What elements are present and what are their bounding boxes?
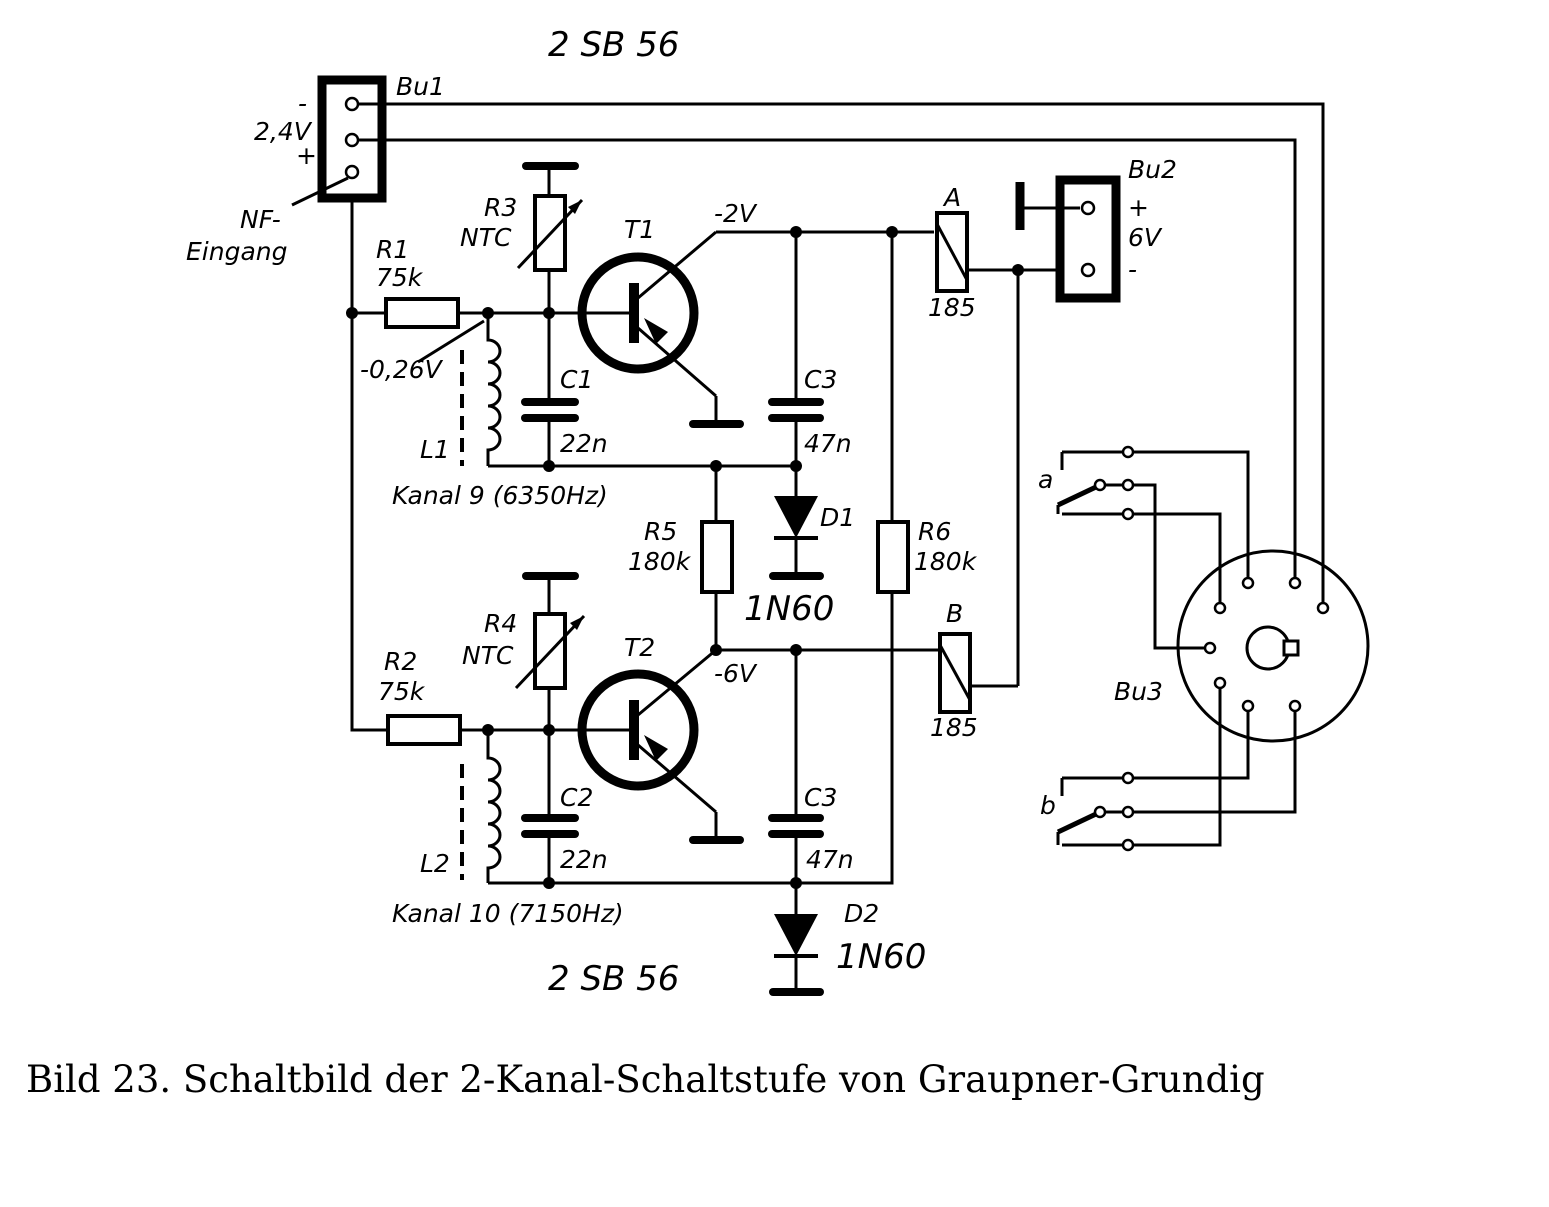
relay-a-label: A [942, 183, 961, 212]
bu3-socket [1176, 549, 1370, 743]
l2-label: L2 [420, 849, 450, 878]
l1-label: L1 [420, 435, 450, 464]
relay-b-label: B [946, 599, 963, 628]
switch-a [1056, 445, 1135, 521]
r3-arrow [516, 198, 584, 270]
bu2-voltage: 6V [1128, 223, 1163, 252]
r2-value: 75k [378, 677, 426, 706]
t1-voltage: -2V [714, 199, 758, 228]
relay-a-value: 185 [928, 293, 976, 322]
t2-transistor [576, 648, 717, 814]
c1-value: 22n [560, 429, 608, 458]
c3b-value: 47n [806, 845, 854, 874]
wire-bu1-plus [358, 138, 1297, 583]
base-voltage-pointer [417, 319, 485, 364]
transistor-type-top: 2 SB 56 [548, 25, 679, 65]
r6-label: R6 [918, 517, 951, 546]
bu3-label: Bu3 [1114, 677, 1163, 706]
nf-label-2: Eingang [186, 237, 288, 266]
r6-resistor [876, 520, 910, 594]
d2-type: 1N60 [836, 937, 926, 977]
kanal-9-label: Kanal 9 (6350Hz) [392, 481, 608, 510]
bu2-connector [1055, 175, 1121, 303]
bu2-plus: + [1128, 193, 1149, 222]
c3a-label: C3 [804, 365, 837, 394]
l2-inductor [486, 730, 502, 883]
r1-label: R1 [376, 235, 409, 264]
kanal-10-label: Kanal 10 (7150Hz) [392, 899, 624, 928]
r5-value: 180k [628, 547, 692, 576]
r6-value: 180k [914, 547, 978, 576]
c2-value: 22n [560, 845, 608, 874]
t2-voltage: -6V [714, 659, 758, 688]
relay-a [935, 211, 969, 293]
nf-label-1: NF- [240, 205, 281, 234]
switch-b-label: b [1040, 791, 1056, 820]
wire-input-rail [350, 198, 388, 732]
r2-label: R2 [384, 647, 417, 676]
r1-value: 75k [376, 263, 424, 292]
r4-arrow [514, 614, 586, 690]
relay-b-value: 185 [930, 713, 978, 742]
switch-a-label: a [1038, 465, 1053, 494]
d1-diode [774, 496, 818, 538]
bu1-voltage: 2,4V [254, 117, 313, 146]
d2-label: D2 [844, 899, 879, 928]
c3b-label: C3 [804, 783, 837, 812]
wire-bu1-minus [358, 102, 1325, 608]
r4-label: R4 [484, 609, 517, 638]
node-input [346, 307, 358, 319]
figure-caption: Bild 23. Schaltbild der 2-Kanal-Schaltst… [26, 1058, 1265, 1101]
d1-type: 1N60 [744, 589, 834, 629]
d2-diode [774, 914, 818, 956]
base-voltage: -0,26V [360, 355, 444, 384]
nf-pointer [291, 176, 349, 207]
d1-label: D1 [820, 503, 855, 532]
r5-label: R5 [644, 517, 677, 546]
r3-label: R3 [484, 193, 517, 222]
bu1-minus: - [298, 89, 307, 118]
c3a-value: 47n [804, 429, 852, 458]
c1-label: C1 [560, 365, 593, 394]
t1-label: T1 [624, 215, 655, 244]
bu2-minus: - [1128, 255, 1137, 284]
bu1-plus: + [296, 141, 317, 170]
r2-resistor [386, 714, 462, 746]
transistor-type-bottom: 2 SB 56 [548, 959, 679, 999]
r1-resistor [384, 297, 460, 329]
t2-label: T2 [624, 633, 655, 662]
r3-type: NTC [460, 223, 512, 252]
bu2-label: Bu2 [1128, 155, 1177, 184]
t1-transistor [576, 230, 717, 398]
l1-inductor [486, 313, 502, 466]
c2-label: C2 [560, 783, 593, 812]
r4-type: NTC [462, 641, 514, 670]
bu1-label: Bu1 [396, 72, 445, 101]
switch-b [1056, 771, 1135, 852]
r5-resistor [700, 520, 734, 594]
